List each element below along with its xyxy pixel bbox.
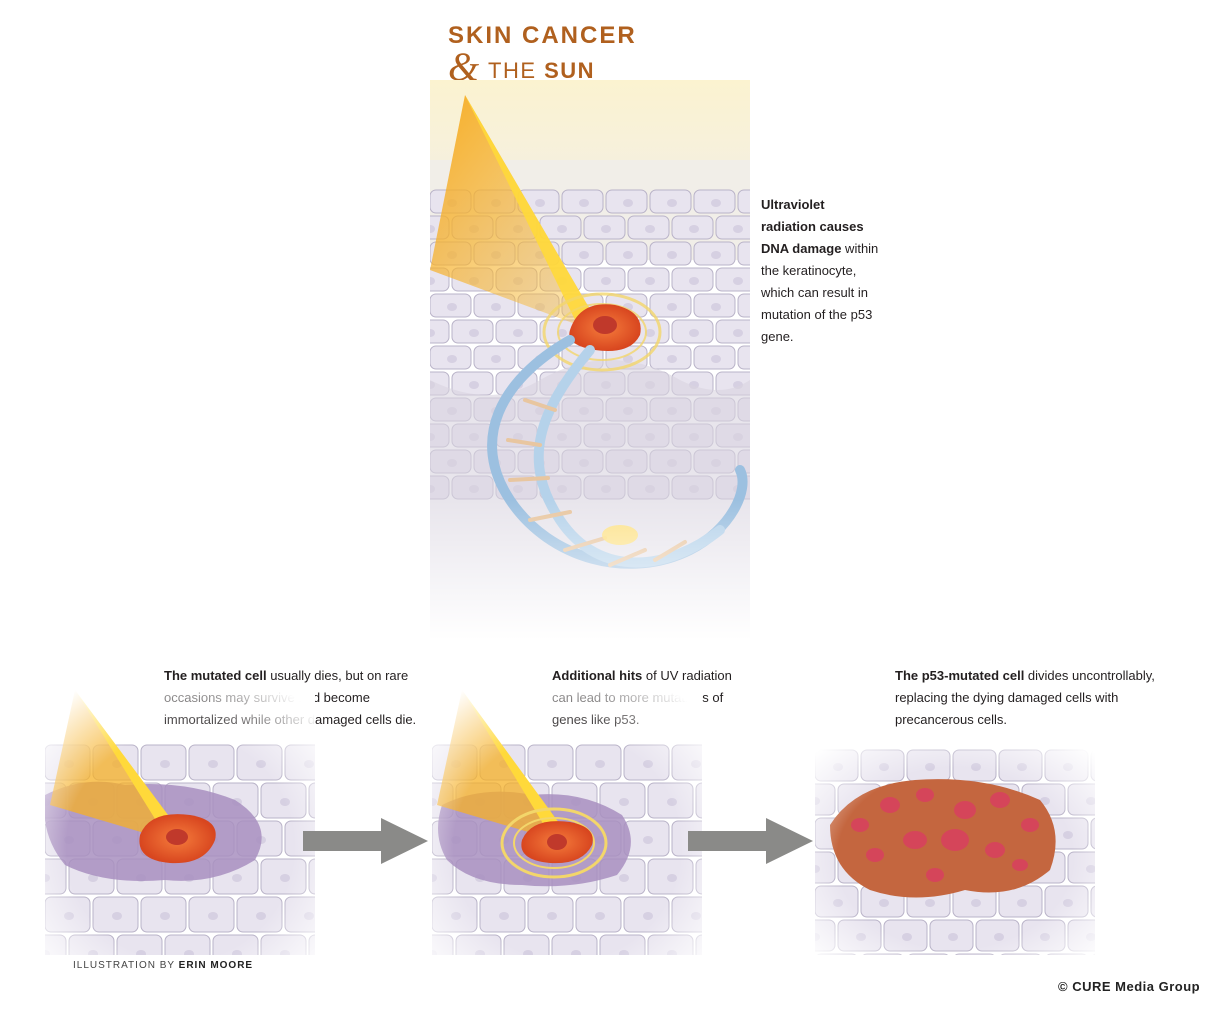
step3-illustration <box>815 740 1095 955</box>
step3-caption-bold: The p53-mutated cell <box>895 668 1025 683</box>
cell-nucleus <box>430 329 435 337</box>
step3-caption: The p53-mutated cell divides uncontrolla… <box>895 665 1165 731</box>
cell-nucleus <box>447 355 457 363</box>
cell-nucleus <box>667 199 677 207</box>
step1-fade <box>45 685 315 955</box>
cell-nucleus <box>579 199 589 207</box>
cell-nucleus <box>733 225 743 233</box>
uv-beam-core <box>465 95 595 330</box>
cell-nucleus <box>689 329 699 337</box>
cell-nucleus <box>711 199 721 207</box>
title-the: THE <box>488 58 545 83</box>
cell-nucleus <box>491 355 501 363</box>
cell-nucleus <box>447 303 457 311</box>
cell-nucleus <box>469 381 479 389</box>
title-sun: SUN <box>544 58 596 83</box>
cell-nucleus <box>645 277 655 285</box>
cell-nucleus <box>645 225 655 233</box>
cell-nucleus <box>689 225 699 233</box>
skin-cell <box>715 319 750 344</box>
cell-nucleus <box>469 329 479 337</box>
step1-illustration <box>45 685 315 955</box>
title-the-sun: THE SUN <box>488 58 595 84</box>
credit-prefix: ILLUSTRATION BY <box>73 960 179 971</box>
cell-nucleus <box>733 277 743 285</box>
step1-caption-bold: The mutated cell <box>164 668 267 683</box>
title-ampersand: & <box>448 44 480 89</box>
cell-nucleus <box>557 225 567 233</box>
step2-illustration <box>432 685 702 955</box>
skin-cell <box>715 215 750 240</box>
cell-nucleus <box>711 251 721 259</box>
step2-caption-bold: Additional hits <box>552 668 643 683</box>
cell-nucleus <box>491 303 501 311</box>
skin-cell <box>737 293 750 318</box>
cell-nucleus <box>733 329 743 337</box>
main-caption-bold: Ultraviolet radiation causes DNA damage <box>761 197 864 256</box>
cell-nucleus <box>430 225 435 233</box>
damaged-nucleus <box>593 316 617 334</box>
cell-nucleus <box>689 277 699 285</box>
skin-cell <box>737 345 750 370</box>
bottom-fade <box>430 500 750 640</box>
cell-nucleus <box>711 355 721 363</box>
impact-ring <box>542 292 662 372</box>
cell-nucleus <box>623 251 633 259</box>
main-illustration <box>430 80 750 640</box>
cell-nucleus <box>557 329 567 337</box>
step3-caption-text: divides uncontrollably, replacing the dy… <box>895 668 1155 727</box>
step3-fade <box>815 740 1095 955</box>
skin-cell <box>430 319 450 344</box>
arrow-right-icon <box>303 818 428 864</box>
arrow-right-icon <box>688 818 813 864</box>
step2-fade <box>432 685 702 955</box>
cell-nucleus <box>535 199 545 207</box>
cell-nucleus <box>579 251 589 259</box>
cell-nucleus <box>645 329 655 337</box>
cell-nucleus <box>623 199 633 207</box>
skin-cell <box>737 189 750 214</box>
skin-cell <box>715 267 750 292</box>
cell-nucleus <box>667 303 677 311</box>
cell-nucleus <box>667 355 677 363</box>
cell-nucleus <box>667 251 677 259</box>
cell-nucleus <box>711 303 721 311</box>
main-caption-text: within the keratinocyte, which can resul… <box>761 241 879 344</box>
credit-artist: ERIN MOORE <box>178 960 254 971</box>
skin-cell <box>737 241 750 266</box>
main-caption: Ultraviolet radiation causes DNA damage … <box>761 194 883 348</box>
cell-nucleus <box>601 277 611 285</box>
cell-nucleus <box>601 225 611 233</box>
cell-nucleus <box>513 329 523 337</box>
illustration-credit: ILLUSTRATION BY ERIN MOORE <box>73 960 253 971</box>
cell-nucleus <box>430 277 435 285</box>
copyright: © CURE Media Group <box>1058 979 1201 994</box>
impact-ring-inner <box>557 303 647 361</box>
title-skin-cancer: SKIN CANCER <box>448 22 637 49</box>
